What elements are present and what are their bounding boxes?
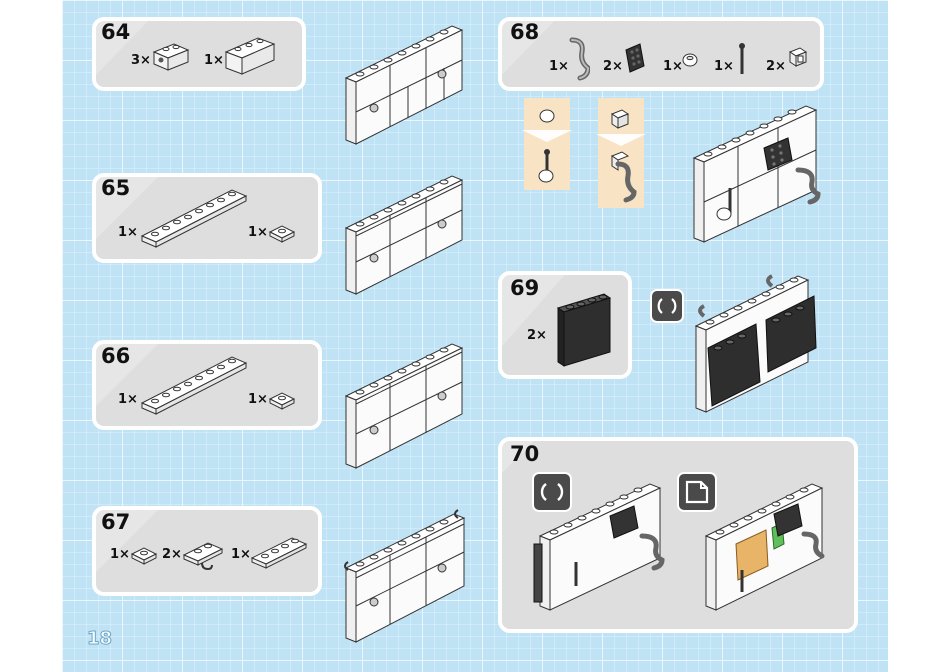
clip-icon [786,44,810,70]
step-66-part-1-qty: 1× [118,392,138,407]
plate-1x4-icon [250,534,310,570]
step-68-number: 68 [510,20,539,44]
page-number: 18 [87,628,112,649]
step-67-wall-model [340,502,470,648]
step-69-wall-model [686,266,818,416]
step-70-number: 70 [510,442,539,466]
rotate-arrows-icon [652,291,682,321]
plate-clip-icon [180,537,226,571]
step-68-wall-model [688,98,824,246]
step-68-parts-box [498,17,824,91]
step-67-part-1-qty: 1× [110,547,130,562]
step-69-number: 69 [510,276,539,300]
plate-1x1-icon [268,389,296,411]
step-67-part-2-qty: 2× [162,547,182,562]
step-68-part-2-qty: 2× [603,59,623,74]
step-64-part-1-qty: 3× [131,53,151,68]
plate-1x8-icon [138,184,250,250]
step-66-wall-model [340,334,468,474]
brick-1x2-tech-icon [150,42,192,74]
step-67-number: 67 [101,510,130,534]
step-65-part-1-qty: 1× [118,225,138,240]
step-66-number: 66 [101,344,130,368]
step-68-part-5-qty: 2× [766,59,786,74]
step-70-wall-back-model [530,470,670,616]
plate-1x1-icon [268,222,296,244]
hose-icon [566,36,590,82]
step-65-wall-model [340,166,468,298]
black-tile-icon [622,42,648,74]
step-64-number: 64 [101,20,130,44]
step-68-part-4-qty: 1× [714,59,734,74]
black-panel-icon [552,288,618,370]
callout-1-parts [516,98,578,190]
step-67-part-3-qty: 1× [231,547,251,562]
step-64-part-2-qty: 1× [204,53,224,68]
step-69-part-1-qty: 2× [527,328,547,343]
plate-1x8-icon [138,351,250,417]
brick-1x3-icon [224,36,276,76]
box-shade [498,17,824,91]
rotate-icon [650,289,684,323]
step-65-number: 65 [101,176,130,200]
callout-2-parts [590,98,652,208]
step-64-wall-model [340,16,468,148]
step-66-part-2-qty: 1× [248,392,268,407]
step-65-part-2-qty: 1× [248,225,268,240]
step-68-part-3-qty: 1× [663,59,683,74]
bar-icon [736,42,748,78]
round-stud-icon [681,52,699,68]
plate-1x1-icon [130,544,158,566]
step-70-wall-front-model [696,470,832,616]
